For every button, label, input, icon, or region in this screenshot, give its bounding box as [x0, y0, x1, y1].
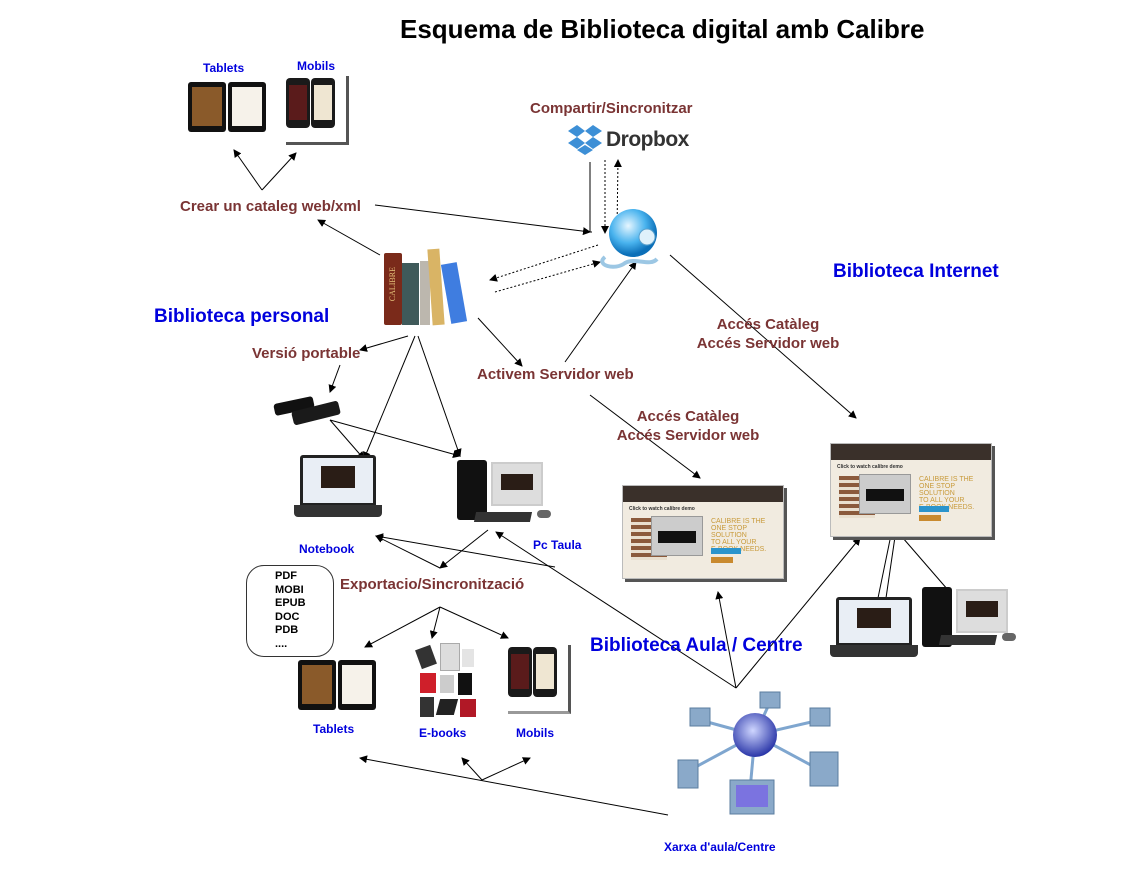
label-classroom-network: Xarxa d'aula/Centre [664, 840, 776, 854]
arrow-catalog-tablets [233, 149, 263, 191]
label-share-sync: Compartir/Sincronitzar [530, 100, 693, 117]
webpage-cta: Click to watch calibre demo [629, 506, 695, 512]
section-biblioteca-aula: Biblioteca Aula / Centre [590, 635, 803, 656]
aula-laptop-image [830, 597, 918, 659]
arrow-dropbox-globe [589, 162, 592, 233]
label-notebook: Notebook [299, 542, 355, 556]
bottom-mobils-image [508, 645, 571, 714]
dropbox-icon [568, 125, 602, 155]
arrow-books-catalog [317, 219, 381, 256]
label-bottom-mobils: Mobils [516, 726, 554, 740]
arrow-fork-mobils [481, 757, 531, 781]
format-item: DOC [275, 610, 300, 623]
diagram-title: Esquema de Biblioteca digital amb Calibr… [400, 14, 925, 44]
arrow-pc-export [439, 529, 489, 569]
label-bottom-tablets: Tablets [313, 722, 355, 736]
mobils-image [286, 76, 349, 145]
access-catalog-line: Accés Catàleg [716, 316, 820, 333]
arrow-export-notebook [375, 535, 441, 569]
formats-list: PDF MOBI EPUB DOC PDB .... [275, 570, 306, 651]
arrow-network-pc [495, 531, 737, 689]
label-portable-version: Versió portable [252, 345, 361, 362]
aula-pc-image [920, 585, 1020, 655]
bottom-tablets-image [298, 658, 380, 714]
aula-web-screenshot: Click to watch calibre demo CALIBRE IS T… [622, 485, 784, 579]
format-item: MOBI [275, 583, 304, 596]
arrow-export-mobils [439, 606, 509, 639]
calibre-books-icon: CALIBRE [380, 243, 476, 327]
label-create-catalog: Crear un cataleg web/xml [180, 198, 361, 215]
arrow-books-globe-2 [494, 260, 601, 293]
label-activate-server: Activem Servidor web [477, 366, 634, 383]
arrow-books-notebook [362, 335, 416, 460]
arrow-books-server [477, 317, 523, 367]
arrow-books-pc [417, 335, 462, 457]
label-pc-taula: Pc Taula [533, 538, 582, 552]
arrow-usb-pc [329, 419, 461, 458]
webpage-cta: Click to watch calibre demo [837, 464, 903, 470]
calibre-spine-text: CALIBRE [388, 267, 397, 302]
format-item: PDF [275, 570, 297, 582]
arrow-globe-internet [669, 254, 857, 419]
arrow-export-ebooks [429, 606, 441, 639]
arrow-laptop2-internet [877, 529, 895, 599]
arrow-network-aulaweb [715, 591, 737, 689]
section-biblioteca-internet: Biblioteca Internet [833, 261, 999, 282]
arrow-portable-usb [328, 364, 341, 393]
arrow-export-tablets [364, 606, 441, 648]
arrow-books-portable [359, 335, 409, 352]
usb-stick-icon [270, 392, 350, 428]
dropbox-logo: Dropbox [568, 124, 689, 158]
format-item: PDB [275, 624, 299, 636]
formats-box: PDF MOBI EPUB DOC PDB .... [246, 565, 334, 657]
pc-taula-image [455, 458, 555, 528]
label-top-tablets: Tablets [203, 61, 245, 75]
arrow-catalog-mobils [261, 152, 297, 191]
label-access-internet: Accés Catàleg Accés Servidor web [688, 315, 848, 353]
ebooks-image [415, 643, 478, 719]
arrow-network-tablets [359, 755, 669, 816]
arrow-network-internetweb [735, 537, 861, 689]
access-server-line: Accés Servidor web [696, 335, 840, 352]
section-biblioteca-personal: Biblioteca personal [154, 306, 330, 327]
arrow-fork-ebooks [461, 757, 483, 781]
internet-globe-icon [595, 205, 665, 275]
dropbox-wordmark: Dropbox [606, 128, 689, 151]
label-export-sync: Exportacio/Sincronització [340, 576, 525, 593]
internet-web-screenshot: Click to watch calibre demo CALIBRE IS T… [830, 443, 992, 537]
arrow-usb-notebook [329, 419, 365, 460]
arrow-server-aula [589, 394, 701, 479]
notebook-image [294, 455, 382, 520]
tablets-image [188, 80, 270, 136]
arrow-aula-notebook [375, 533, 556, 568]
arrow-catalog-globe [374, 204, 591, 236]
access-catalog-line: Accés Catàleg [636, 408, 740, 425]
label-access-aula: Accés Catàleg Accés Servidor web [608, 407, 768, 445]
classroom-network-image [660, 690, 850, 830]
access-server-line: Accés Servidor web [616, 427, 760, 444]
label-ebooks: E-books [419, 726, 467, 740]
format-item: EPUB [275, 597, 306, 609]
format-item: .... [275, 637, 288, 650]
arrow-pc2-internet [895, 529, 949, 591]
arrow-server-globe [564, 261, 637, 363]
arrow-globe-books-1 [489, 244, 599, 282]
label-top-mobils: Mobils [297, 59, 335, 73]
arrow-laptop2b-internet [885, 529, 899, 599]
